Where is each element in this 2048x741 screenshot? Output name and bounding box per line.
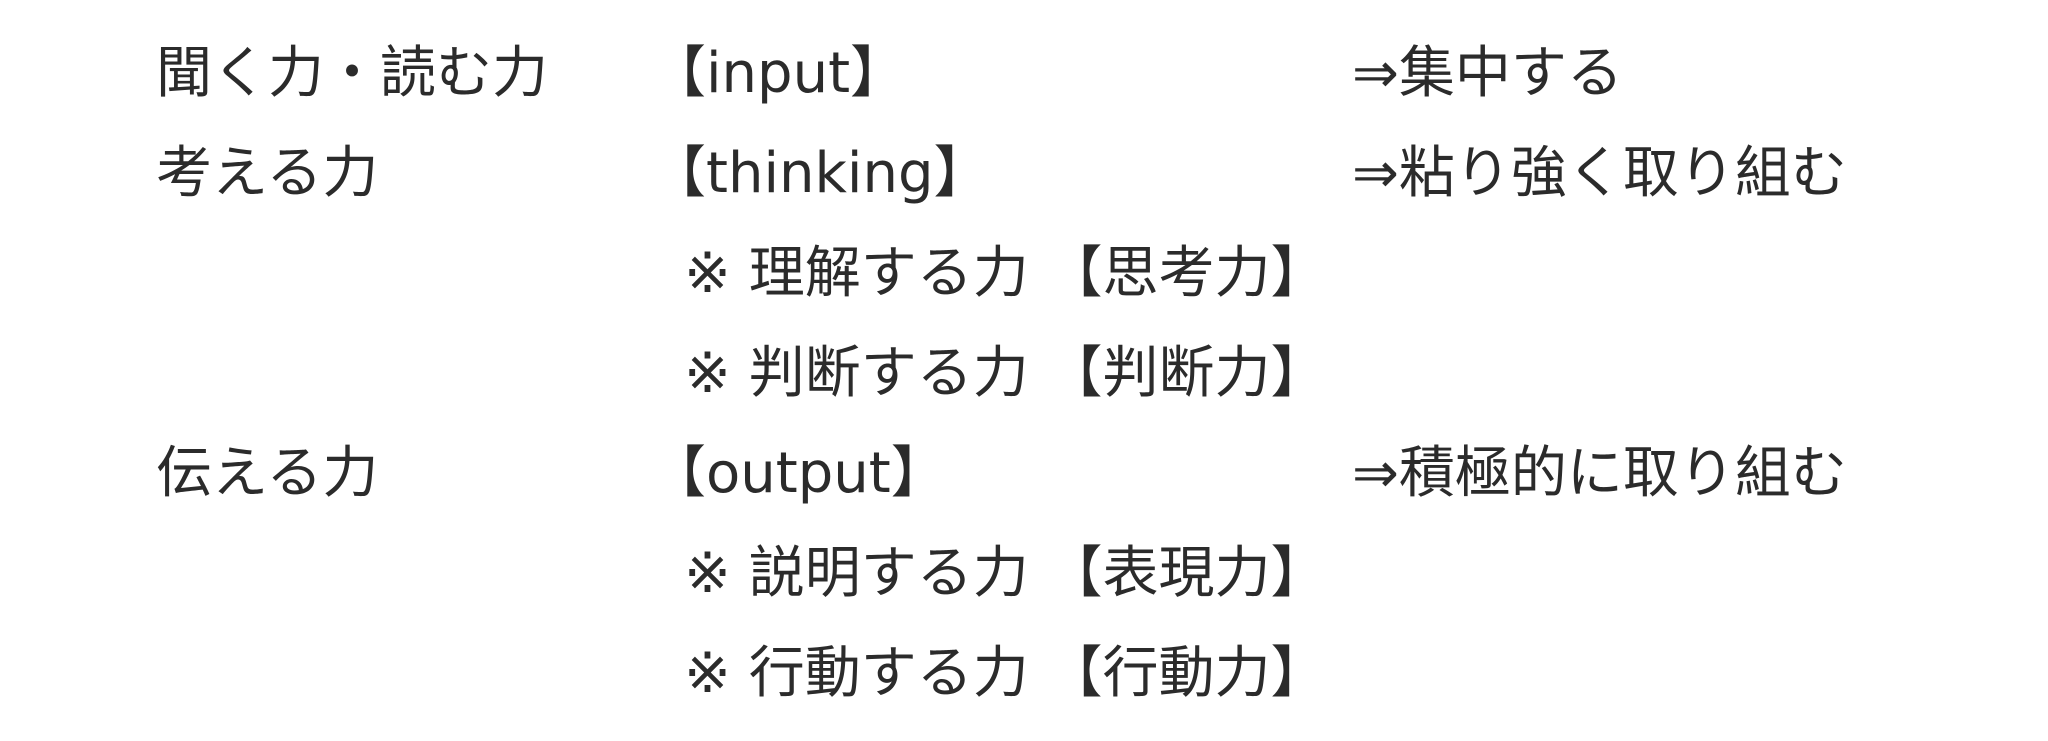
skill-label: 聞く力・読む力 xyxy=(156,41,548,106)
skill-action: ⇒粘り強く取り組む xyxy=(1352,141,1847,206)
skill-tag: 【thinking】 xyxy=(650,141,990,206)
skill-action: ⇒積極的に取り組む xyxy=(1352,441,1847,506)
sub-skill-note: ※ 行動する力 【行動力】 xyxy=(684,641,1327,706)
row-thinking: 考える力 【thinking】 ⇒粘り強く取り組む xyxy=(0,124,2048,224)
row-sub-judgment: ※ 判断する力 【判断力】 xyxy=(0,324,2048,424)
skill-action: ⇒集中する xyxy=(1352,41,1623,106)
skill-tag: 【output】 xyxy=(650,441,947,506)
sub-skill-note: ※ 判断する力 【判断力】 xyxy=(684,341,1327,406)
sub-skill-note: ※ 理解する力 【思考力】 xyxy=(684,241,1327,306)
row-communicating: 伝える力 【output】 ⇒積極的に取り組む xyxy=(0,424,2048,524)
row-sub-explaining: ※ 説明する力 【表現力】 xyxy=(0,524,2048,624)
skill-label: 伝える力 xyxy=(156,441,379,506)
sub-skill-note: ※ 説明する力 【表現力】 xyxy=(684,541,1327,606)
row-sub-acting: ※ 行動する力 【行動力】 xyxy=(0,624,2048,724)
skill-label: 考える力 xyxy=(156,141,379,206)
row-sub-understanding: ※ 理解する力 【思考力】 xyxy=(0,224,2048,324)
skill-tag: 【input】 xyxy=(650,41,907,106)
row-listening-reading: 聞く力・読む力 【input】 ⇒集中する xyxy=(0,24,2048,124)
